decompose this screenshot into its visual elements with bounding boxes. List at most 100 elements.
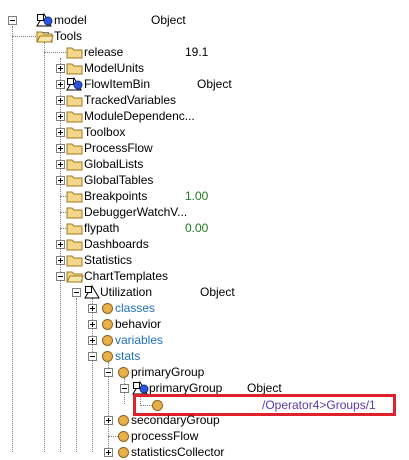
node-label: Statistics [84, 253, 133, 267]
tree-line [60, 212, 68, 213]
highlight-box [133, 394, 396, 416]
tree-node-classes[interactable]: classes [0, 300, 409, 316]
expand-toggle[interactable] [56, 176, 65, 185]
tree-node-model[interactable]: model Object [0, 12, 409, 28]
collapse-toggle[interactable] [8, 16, 17, 25]
expand-toggle[interactable] [104, 416, 113, 425]
tree-node-tools[interactable]: Tools [0, 28, 409, 44]
expand-toggle[interactable] [56, 96, 65, 105]
tree-node-moduledependencies[interactable]: ModuleDependenc... [0, 108, 409, 124]
collapse-toggle[interactable] [56, 272, 65, 281]
tree-node-stats[interactable]: stats [0, 348, 409, 364]
tree-node-trackedvariables[interactable]: TrackedVariables [0, 92, 409, 108]
tree-line [76, 298, 77, 452]
tree-node-flowitembin[interactable]: FlowItemBin Object [0, 76, 409, 92]
tree-node-secondarygroup[interactable]: secondaryGroup [0, 412, 409, 428]
node-value: 0.00 [185, 221, 209, 235]
tree-node-release[interactable]: release 19.1 [0, 44, 409, 60]
expand-toggle[interactable] [56, 240, 65, 249]
node-label: flypath [84, 221, 120, 235]
tree-line [60, 196, 68, 197]
object-node-icon [132, 381, 149, 395]
node-label: Dashboards [84, 237, 149, 251]
node-label: model [54, 13, 87, 27]
folder-icon [66, 159, 83, 171]
node-label: ChartTemplates [84, 269, 169, 283]
tree-node-processflow[interactable]: ProcessFlow [0, 140, 409, 156]
node-label: primaryGroup [149, 381, 223, 395]
node-value: Object [200, 285, 235, 299]
attribute-node-icon [102, 319, 113, 330]
collapse-toggle[interactable] [104, 368, 113, 377]
node-label: release [84, 45, 124, 59]
tree-node-statisticscollector[interactable]: statisticsCollector [0, 444, 409, 460]
attribute-node-icon [118, 367, 129, 378]
expand-toggle[interactable] [56, 144, 65, 153]
folder-icon [66, 207, 83, 219]
tree-node-debuggerwatch[interactable]: DebuggerWatchV... [0, 204, 409, 220]
tree-node-primarygroup-object[interactable]: primaryGroup Object [0, 380, 409, 396]
folder-icon [66, 63, 83, 75]
tree-line [44, 42, 45, 452]
attribute-node-icon [118, 447, 129, 458]
tree-node-dashboards[interactable]: Dashboards [0, 236, 409, 252]
tree-node-charttemplates[interactable]: ChartTemplates [0, 268, 409, 284]
expand-toggle[interactable] [56, 256, 65, 265]
node-label: statisticsCollector [131, 445, 225, 459]
node-label: FlowItemBin [84, 77, 151, 91]
tree-line [60, 58, 61, 452]
tree-node-processflow-attr[interactable]: processFlow [0, 428, 409, 444]
expand-toggle[interactable] [104, 448, 113, 457]
tree-node-globaltables[interactable]: GlobalTables [0, 172, 409, 188]
tree-node-behavior[interactable]: behavior [0, 316, 409, 332]
expand-toggle[interactable] [56, 160, 65, 169]
tree-node-modelunits[interactable]: ModelUnits [0, 60, 409, 76]
tree-node-variables[interactable]: variables [0, 332, 409, 348]
object-node-icon [84, 285, 100, 299]
folder-icon [66, 255, 83, 267]
tree-line [60, 228, 68, 229]
folder-open-icon [66, 271, 84, 283]
node-label: GlobalTables [84, 173, 154, 187]
tree-line [92, 298, 93, 452]
tree-node-pointer[interactable]: /Operator4>Groups/1 [0, 397, 409, 413]
tree-line [12, 36, 36, 37]
expand-toggle[interactable] [88, 336, 97, 345]
expand-toggle[interactable] [56, 112, 65, 121]
node-label: behavior [115, 317, 162, 331]
tree-node-globallists[interactable]: GlobalLists [0, 156, 409, 172]
tree-line [140, 405, 152, 406]
folder-icon [66, 127, 83, 139]
tree-line [12, 26, 13, 452]
node-label: primaryGroup [131, 365, 205, 379]
collapse-toggle[interactable] [120, 384, 129, 393]
tree-node-breakpoints[interactable]: Breakpoints 1.00 [0, 188, 409, 204]
tree-node-statistics[interactable]: Statistics [0, 252, 409, 268]
tree-node-utilization[interactable]: Utilization Object [0, 284, 409, 300]
object-node-icon [36, 13, 53, 27]
node-label: Toolbox [84, 125, 126, 139]
expand-toggle[interactable] [56, 128, 65, 137]
folder-icon [66, 47, 83, 59]
node-value: 19.1 [185, 45, 209, 59]
tree-node-flypath[interactable]: flypath 0.00 [0, 220, 409, 236]
collapse-toggle[interactable] [88, 352, 97, 361]
expand-toggle[interactable] [56, 80, 65, 89]
expand-toggle[interactable] [88, 320, 97, 329]
tree-node-toolbox[interactable]: Toolbox [0, 124, 409, 140]
node-label: variables [115, 333, 164, 347]
folder-icon [66, 223, 83, 235]
node-label: stats [115, 349, 141, 363]
collapse-toggle[interactable] [72, 288, 81, 297]
attribute-node-icon [118, 415, 129, 426]
attribute-node-icon [102, 303, 113, 314]
expand-toggle[interactable] [88, 304, 97, 313]
attribute-node-icon [118, 431, 129, 442]
tree-line [140, 394, 141, 406]
tree-node-primarygroup[interactable]: primaryGroup [0, 364, 409, 380]
node-label: Breakpoints [84, 189, 148, 203]
expand-toggle[interactable] [56, 64, 65, 73]
node-value: /Operator4>Groups/1 [262, 398, 376, 412]
node-value: Object [151, 13, 186, 27]
